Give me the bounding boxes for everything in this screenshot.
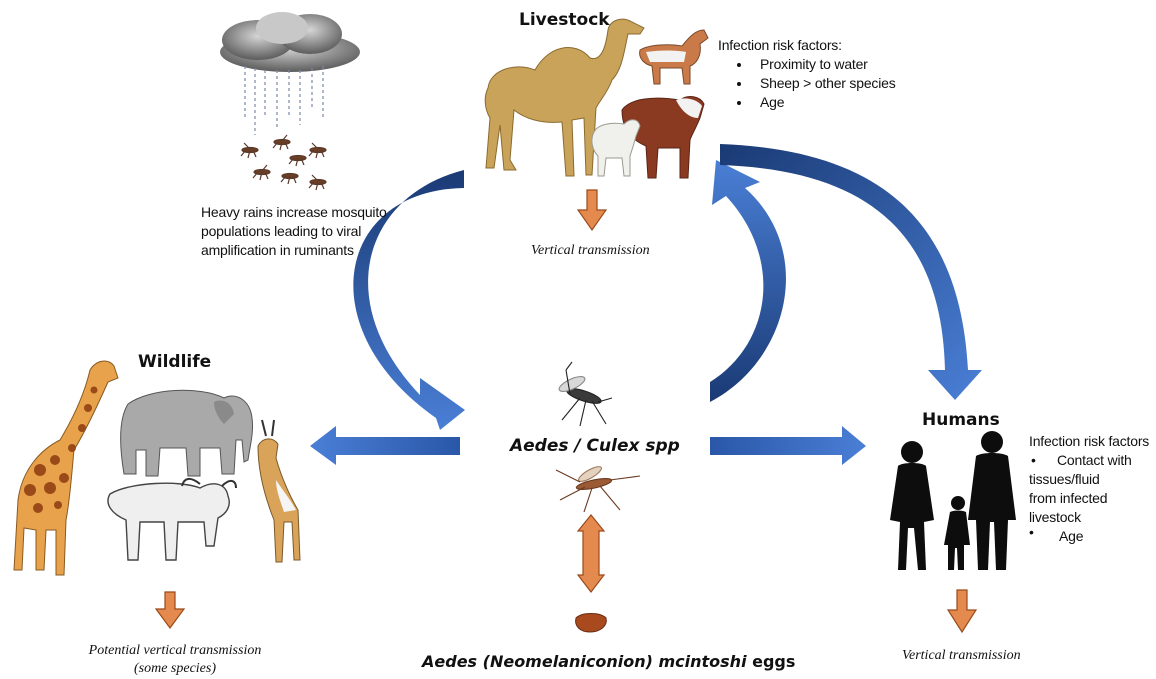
livestock-risk-item: Age [752,93,896,112]
humans-title: Humans [922,410,1000,430]
eggs-label: Aedes (Neomelaniconion) mcintoshi eggs [422,652,795,671]
livestock-risk-box: Infection risk factors: Proximity to wat… [718,36,896,112]
wildlife-vertical-label: Potential vertical transmission (some sp… [84,642,266,678]
giraffe-icon [14,361,118,575]
bullet: • [1029,523,1034,542]
vertical-arrow-livestock [578,190,606,230]
sheep-icon [592,120,640,176]
arrow-mosquito-to-wildlife [310,426,460,465]
wildlife-vertical-line: (some species) [84,660,266,678]
vector-label: Aedes / Culex spp [510,436,680,456]
humans-risk-item: • Contact with [1029,451,1149,470]
vertical-arrow-wildlife [156,592,184,628]
humans-risk-item: • Age [1029,527,1149,546]
rain-caption-line: populations leading to viral [201,222,387,241]
humans-vertical-label: Vertical transmission [902,648,1021,664]
buffalo-icon [108,479,236,560]
mosquito-eggs-icon [576,614,607,633]
gazelle-icon [258,420,300,562]
livestock-risk-list: Proximity to water Sheep > other species… [718,55,896,112]
vertical-arrow-humans [948,590,976,632]
bullet: • [1031,451,1036,470]
culex-mosquito-icon [556,464,640,512]
humans-risk-line: Contact with [1057,451,1149,470]
arrow-mosquito-to-livestock [710,160,786,402]
humans-risk-line: livestock [1029,508,1149,527]
eggs-species: Aedes (Neomelaniconion) mcintoshi [422,652,747,671]
mosquito-swarm-icon [241,135,326,190]
double-arrow-mosquito-eggs [578,515,604,592]
humans-silhouette-icon [890,431,1016,570]
humans-risk-line: tissues/fluid [1029,470,1149,489]
rain-cloud-icon [220,12,360,135]
livestock-risk-item: Sheep > other species [752,74,896,93]
wildlife-title: Wildlife [138,352,211,372]
wildlife-vertical-line: Potential vertical transmission [84,642,266,660]
rain-caption-line: amplification in ruminants [201,241,387,260]
humans-risk-line: from infected [1029,489,1149,508]
arrow-livestock-to-humans [720,144,982,400]
elephant-icon [121,390,253,476]
humans-risk-box: Infection risk factors • Contact with ti… [1029,432,1149,546]
rain-caption-line: Heavy rains increase mosquito [201,203,387,222]
livestock-risk-heading: Infection risk factors: [718,36,896,55]
aedes-mosquito-icon [557,362,612,426]
livestock-risk-item: Proximity to water [752,55,896,74]
humans-risk-line: Age [1059,527,1149,546]
livestock-vertical-label: Vertical transmission [531,243,650,259]
goat-icon [640,30,708,84]
arrow-mosquito-to-humans [710,426,866,465]
humans-risk-heading: Infection risk factors [1029,432,1149,451]
livestock-title: Livestock [519,10,610,30]
eggs-word: eggs [752,652,795,671]
rain-caption: Heavy rains increase mosquito population… [201,203,387,260]
